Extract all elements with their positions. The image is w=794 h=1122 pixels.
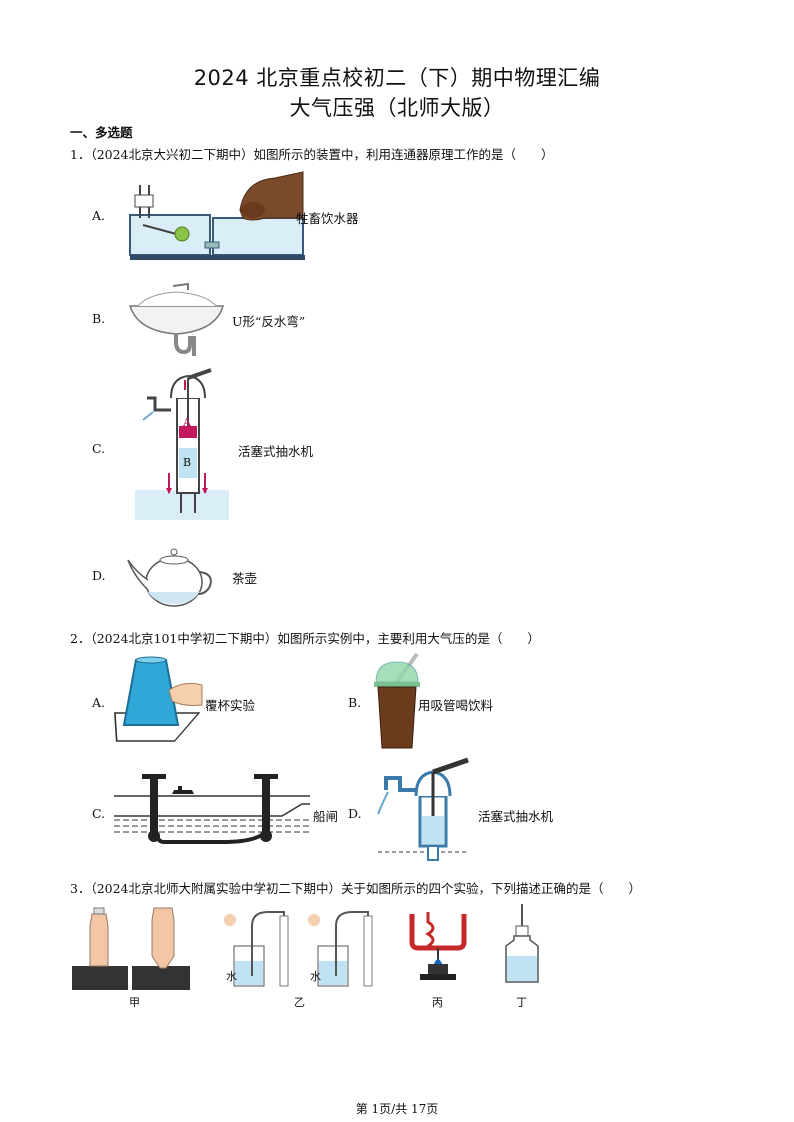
figure-label-yi: 乙 — [294, 996, 305, 1009]
question-3-stem: 3．（2024北京北师大附属实验中学初二下期中）关于如图所示的四个实验，下列描述… — [70, 881, 642, 896]
pump-valve-label-b: B — [183, 456, 192, 469]
experiment-jia-figure — [72, 907, 190, 990]
figure-label-bing: 丙 — [432, 996, 443, 1009]
experiment-yi-figure — [224, 911, 373, 987]
question-1-stem: 1．（2024北京大兴初二下期中）如图所示的装置中，利用连通器原理工作的是（ ） — [70, 147, 554, 162]
drink-straw-figure — [374, 652, 420, 749]
q1-option-a-letter: A. — [92, 208, 106, 223]
ship-lock-figure — [114, 774, 310, 844]
pump-valve-label-a: A — [183, 416, 191, 429]
q2-option-b-letter: B. — [348, 695, 362, 710]
q1-option-c-caption: 活塞式抽水机 — [238, 444, 314, 459]
page-footer: 第 1页/共 17页 — [355, 1102, 439, 1116]
inverted-cup-figure — [114, 656, 203, 742]
section-heading: 一、多选题 — [70, 125, 133, 140]
experiment-ding-figure — [505, 904, 539, 983]
sink-drain-trap-figure — [128, 282, 224, 356]
q2-option-b-caption: 用吸管喝饮料 — [418, 698, 494, 713]
q2-option-d-letter: D. — [348, 806, 362, 821]
teapot-figure — [127, 548, 212, 607]
q1-option-b-letter: B. — [92, 311, 106, 326]
water-label-1: 水 — [226, 970, 237, 983]
page-title-line1: 2024 北京重点校初二（下）期中物理汇编 — [193, 66, 601, 90]
q1-option-b-caption: U形“反水弯” — [232, 314, 306, 329]
q2-option-c-letter: C. — [92, 806, 106, 821]
figure-label-jia: 甲 — [129, 996, 140, 1009]
q2-option-a-caption: 覆杯实验 — [205, 698, 256, 713]
q2-option-d-caption: 活塞式抽水机 — [478, 809, 554, 824]
q1-option-d-letter: D. — [92, 568, 106, 583]
piston-pump-figure-2 — [377, 757, 469, 861]
q1-option-c-letter: C. — [92, 441, 106, 456]
experiment-bing-figure — [408, 912, 468, 980]
q2-option-a-letter: A. — [92, 695, 106, 710]
q1-option-a-caption: 牲畜饮水器 — [296, 211, 359, 226]
question-2-stem: 2．（2024北京101中学初二下期中）如图所示实例中，主要利用大气压的是（ ） — [70, 631, 540, 646]
piston-pump-figure — [135, 368, 229, 520]
q2-option-c-caption: 船闸 — [313, 809, 339, 824]
livestock-waterer-figure — [129, 171, 305, 260]
water-label-2: 水 — [310, 970, 321, 983]
q1-option-d-caption: 茶壶 — [232, 571, 258, 586]
figure-label-ding: 丁 — [516, 996, 527, 1009]
page-title-line2: 大气压强（北师大版） — [289, 96, 505, 120]
